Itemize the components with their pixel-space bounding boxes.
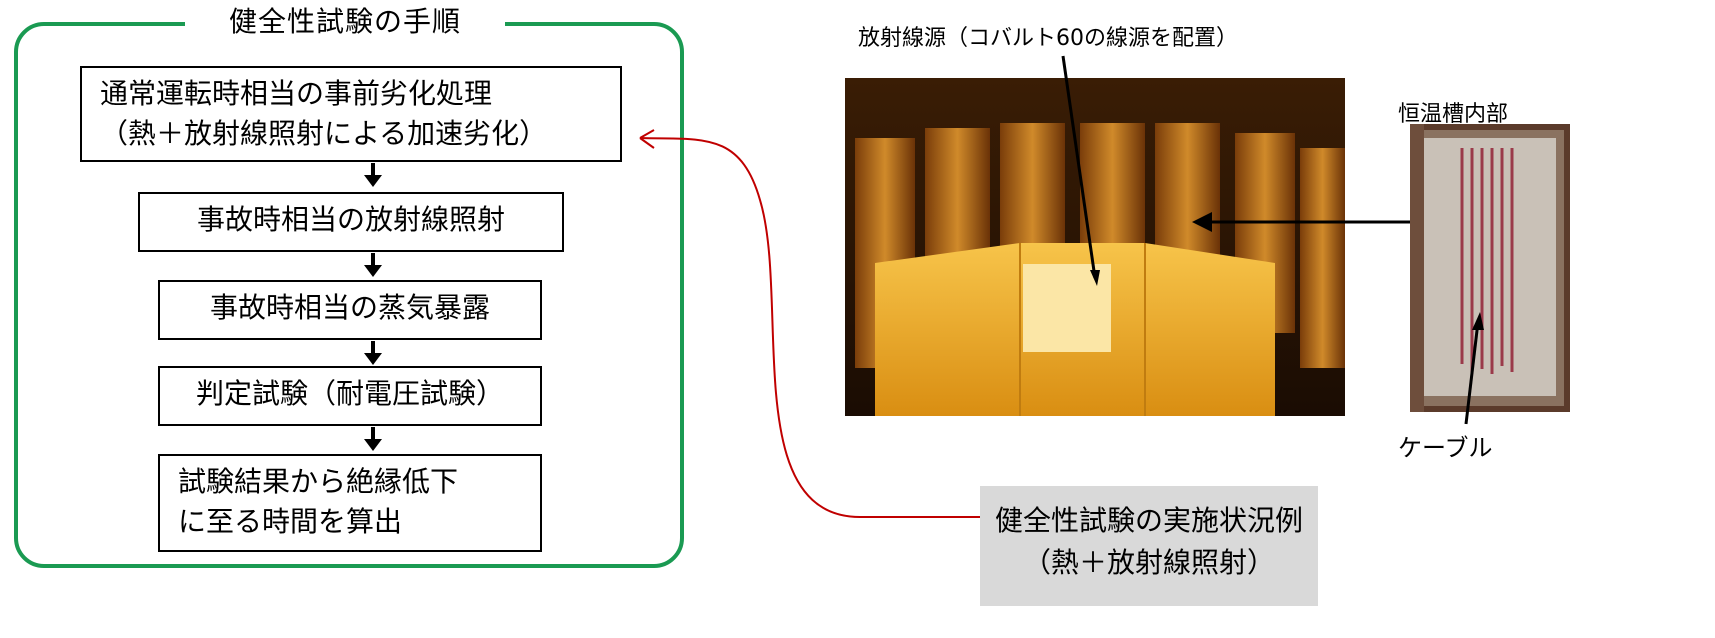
arrow-3 (364, 341, 382, 365)
cable-label: ケーブル (1398, 434, 1493, 462)
chamber-photo (1410, 124, 1715, 412)
chamber-photo-art (1410, 124, 1570, 412)
irradiation-photo-art (845, 78, 1345, 416)
procedure-title: 健全性試験の手順 (185, 4, 505, 40)
radiation-source-label: 放射線源（コバルト60の線源を配置） (858, 26, 1238, 51)
step-1-line-2: （熱＋放射線照射による加速劣化） (100, 117, 548, 150)
step-3-line-1: 事故時相当の蒸気暴露 (209, 291, 490, 324)
example-line-2: （熱＋放射線照射） (1022, 546, 1275, 579)
step-3-box: 事故時相当の蒸気暴露 (158, 280, 542, 340)
irradiation-photo (845, 78, 1345, 416)
step-2-box: 事故時相当の放射線照射 (138, 192, 564, 252)
arrow-1 (364, 163, 382, 187)
example-caption-box: 健全性試験の実施状況例 （熱＋放射線照射） (980, 486, 1318, 606)
step-4-box: 判定試験（耐電圧試験） (158, 366, 542, 426)
step-2-line-1: 事故時相当の放射線照射 (196, 203, 505, 236)
step-1-line-1: 通常運転時相当の事前劣化処理 (100, 77, 493, 110)
step-4-line-1: 判定試験（耐電圧試験） (195, 377, 504, 410)
arrow-4 (364, 427, 382, 451)
step-5-line-1: 試験結果から絶縁低下 (178, 465, 459, 498)
chamber-interior-title: 恒温槽内部 (1398, 102, 1509, 127)
step-1-box: 通常運転時相当の事前劣化処理 （熱＋放射線照射による加速劣化） (80, 66, 622, 162)
step-5-box: 試験結果から絶縁低下 に至る時間を算出 (158, 454, 542, 552)
example-line-1: 健全性試験の実施状況例 (994, 504, 1303, 537)
arrow-2 (364, 253, 382, 277)
step-5-line-2: に至る時間を算出 (178, 505, 403, 538)
